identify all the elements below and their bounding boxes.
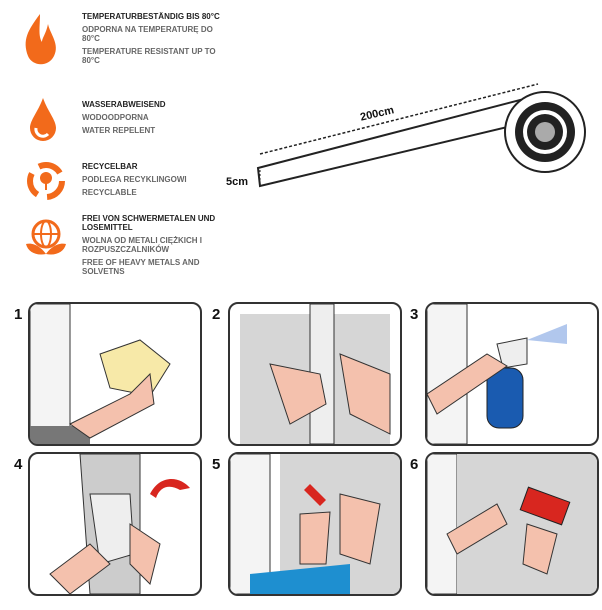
feature-de: WASSERABWEISEND <box>82 100 166 109</box>
feature-temperature: TEMPERATURBESTÄNDIG BIS 80°C ODPORNA NA T… <box>20 12 220 92</box>
step-number: 2 <box>212 306 221 323</box>
feature-en: RECYCLABLE <box>82 188 137 197</box>
feature-de: FREI VON SCHWERMETALEN UND LOSEMITTEL <box>82 214 216 232</box>
tape-width-label: 5cm <box>226 176 249 188</box>
water-drop-icon <box>30 98 56 141</box>
feature-recyclable: RECYCELBAR PODLEGA RECYKLINGOWI RECYCLABLE <box>20 158 220 208</box>
globe-leaves-icon <box>26 219 66 255</box>
step-3-spray-panel <box>425 302 599 446</box>
step-number: 1 <box>14 306 23 323</box>
step-1-clean-panel <box>28 302 202 446</box>
feature-pl: ODPORNA NA TEMPERATURĘ DO 80°C <box>82 25 213 43</box>
feature-en: WATER REPELENT <box>82 126 156 135</box>
feature-pl: WODOODPORNA <box>82 113 149 122</box>
recycle-icon <box>27 162 65 200</box>
feature-de: RECYCELBAR <box>82 162 138 171</box>
feature-de: TEMPERATURBESTÄNDIG BIS 80°C <box>82 12 220 21</box>
step-number: 5 <box>212 456 221 473</box>
step-4-peel-panel <box>28 452 202 596</box>
feature-pl: WOLNA OD METALI CIĘŻKICH I ROZPUSZCZALNI… <box>82 236 202 254</box>
feature-en: TEMPERATURE RESISTANT UP TO 80°C <box>82 47 216 65</box>
feature-water: WASSERABWEISEND WODOODPORNA WATER REPELENT <box>20 96 220 146</box>
step-2-measure-panel <box>228 302 402 446</box>
tape-roll-illustration <box>256 83 586 188</box>
step-number: 6 <box>410 456 419 473</box>
step-6-squeegee-panel <box>425 452 599 596</box>
feature-en: FREE OF HEAVY METALS AND SOLVETNS <box>82 258 200 276</box>
step-number: 3 <box>410 306 419 323</box>
step-5-apply-panel <box>228 452 402 596</box>
feature-free-of-heavy-metals: FREI VON SCHWERMETALEN UND LOSEMITTEL WOL… <box>20 214 220 284</box>
flame-icon <box>25 14 56 65</box>
feature-pl: PODLEGA RECYKLINGOWI <box>82 175 187 184</box>
step-number: 4 <box>14 456 23 473</box>
